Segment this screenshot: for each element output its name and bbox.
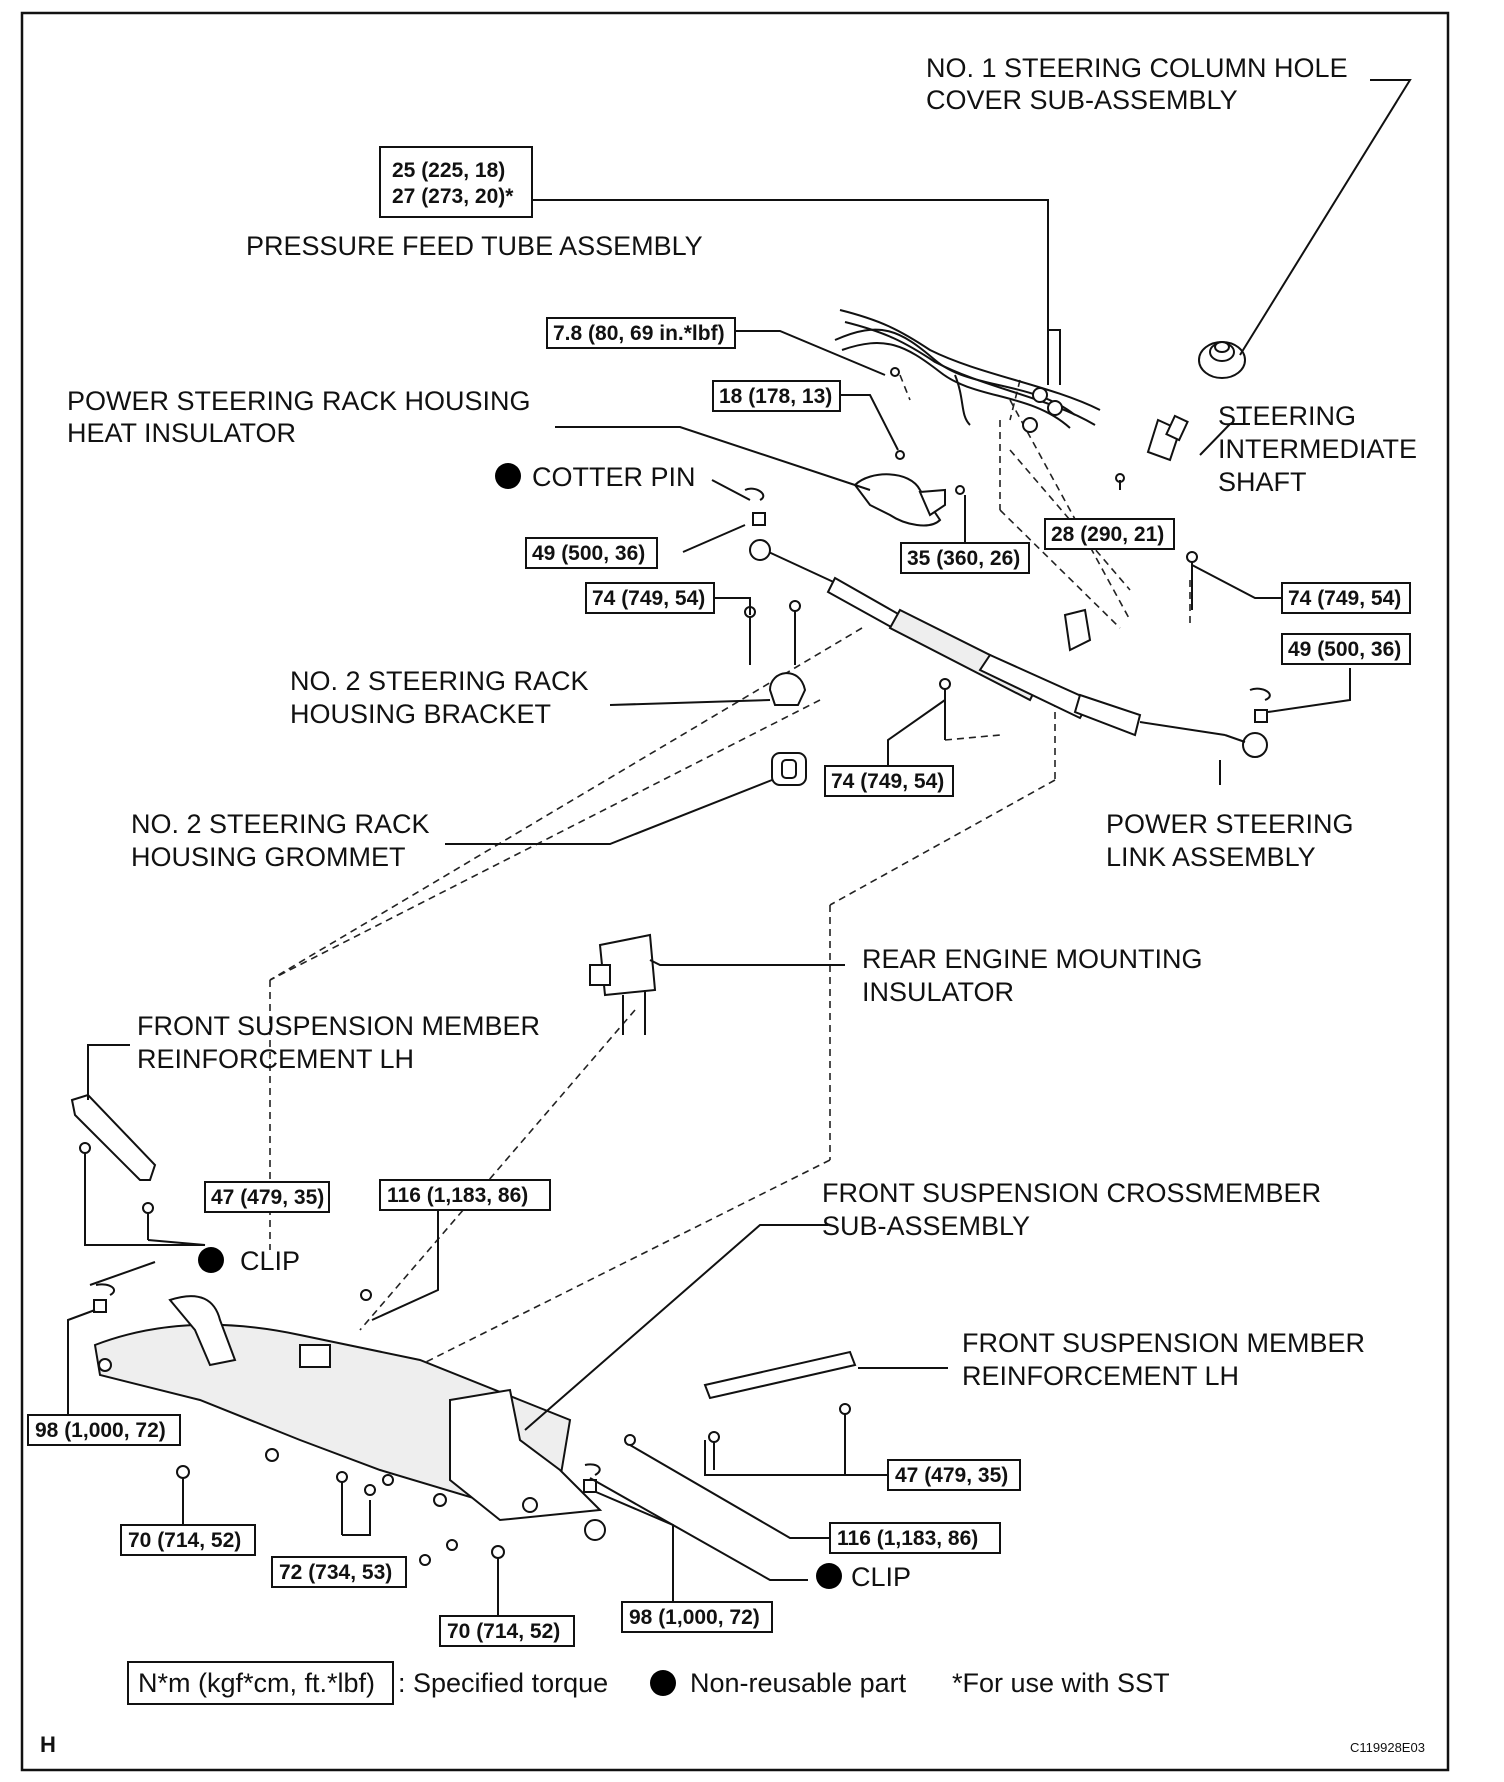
label-clip-left: CLIP — [240, 1246, 300, 1276]
torque-35: 35 (360, 26) — [907, 547, 1020, 570]
label-clip-right: CLIP — [851, 1562, 911, 1592]
label-crossmember-2: SUB-ASSEMBLY — [822, 1211, 1030, 1241]
torque-box-74-left — [585, 582, 715, 614]
label-heat-insulator-2: HEAT INSULATOR — [67, 418, 296, 448]
torque-box-47-left — [204, 1181, 330, 1213]
torque-box-116-right — [829, 1522, 1001, 1554]
legend-sst: *For use with SST — [952, 1668, 1170, 1698]
figure-code: C119928E03 — [1350, 1740, 1425, 1755]
label-intermediate-shaft-1: STEERING — [1218, 401, 1356, 431]
torque-box-35 — [900, 542, 1030, 574]
torque-49-right: 49 (500, 36) — [1288, 638, 1401, 661]
torque-7-8: 7.8 (80, 69 in.*lbf) — [553, 322, 725, 345]
torque-box-72 — [271, 1556, 407, 1588]
label-link-assembly-2: LINK ASSEMBLY — [1106, 842, 1316, 872]
torque-box-74-right — [1281, 582, 1411, 614]
torque-74-mid: 74 (749, 54) — [831, 770, 944, 793]
steering-rack-part — [749, 539, 1268, 758]
torque-box-47-right — [887, 1459, 1021, 1491]
torque-70-bottom: 70 (714, 52) — [447, 1620, 560, 1643]
legend-nonreusable-dot — [650, 1670, 676, 1696]
torque-74-right: 74 (749, 54) — [1288, 587, 1401, 610]
torque-box-49-right — [1281, 633, 1411, 665]
rack-bolts — [744, 367, 1271, 740]
legend-nonreusable: Non-reusable part — [690, 1668, 907, 1698]
label-cotter-pin: COTTER PIN — [532, 462, 696, 492]
label-rack-grommet-1: NO. 2 STEERING RACK — [131, 809, 430, 839]
label-reinforcement-left-2: REINFORCEMENT LH — [137, 1044, 414, 1074]
label-intermediate-shaft-3: SHAFT — [1218, 467, 1307, 497]
torque-116-top: 116 (1,183, 86) — [387, 1184, 528, 1207]
diagram-frame — [20, 11, 1450, 1772]
torque-47-right: 47 (479, 35) — [895, 1464, 1008, 1487]
label-rack-bracket-1: NO. 2 STEERING RACK — [290, 666, 589, 696]
nonreusable-dot-clip-right — [816, 1563, 842, 1589]
label-rack-grommet-2: HOUSING GROMMET — [131, 842, 406, 872]
torque-98-right: 98 (1,000, 72) — [629, 1606, 760, 1629]
alignment-dash-lines — [269, 374, 1191, 1371]
rack-bracket-part — [768, 672, 807, 706]
nonreusable-dot-cotter-pin — [495, 463, 521, 489]
label-intermediate-shaft-2: INTERMEDIATE — [1218, 434, 1417, 464]
torque-49-left: 49 (500, 36) — [532, 542, 645, 565]
torque-box-18 — [712, 380, 841, 412]
torque-box-98-right — [621, 1601, 773, 1633]
label-link-assembly-1: POWER STEERING — [1106, 809, 1354, 839]
right-reinforcement-part — [703, 1350, 857, 1470]
torque-28: 28 (290, 21) — [1051, 523, 1164, 546]
legend-unit-box-text: N*m (kgf*cm, ft.*lbf) — [138, 1668, 375, 1698]
legend-unit-box — [127, 1661, 394, 1705]
torque-box-28 — [1044, 518, 1175, 550]
legend-unit-text: : Specified torque — [398, 1668, 608, 1698]
label-column-hole-cover-1: NO. 1 STEERING COLUMN HOLE — [926, 53, 1348, 83]
torque-box-70-left — [120, 1524, 256, 1556]
intermediate-shaft-part — [1146, 414, 1189, 462]
crossmember-part — [93, 1295, 606, 1541]
nonreusable-dot-clip-left — [198, 1247, 224, 1273]
crossmember-bolts — [93, 1283, 636, 1595]
label-reinforcement-left-1: FRONT SUSPENSION MEMBER — [137, 1011, 540, 1041]
rear-engine-mount-part — [589, 933, 657, 1035]
torque-116-right: 116 (1,183, 86) — [837, 1527, 978, 1550]
torque-18: 18 (178, 13) — [719, 385, 832, 408]
torque-70-left: 70 (714, 52) — [128, 1529, 241, 1552]
torque-98-left: 98 (1,000, 72) — [35, 1419, 166, 1442]
label-reinforcement-right-2: REINFORCEMENT LH — [962, 1361, 1239, 1391]
torque-pressure-tube-1: 25 (225, 18) — [392, 159, 505, 182]
torque-74-left: 74 (749, 54) — [592, 587, 705, 610]
label-pressure-feed-tube: PRESSURE FEED TUBE ASSEMBLY — [246, 231, 703, 261]
torque-box-98-left — [27, 1414, 181, 1446]
torque-box-pressure-tube — [379, 146, 533, 218]
torque-pressure-tube-2: 27 (273, 20)* — [392, 185, 514, 208]
torque-box-7-8 — [546, 317, 736, 349]
torque-47-left: 47 (479, 35) — [211, 1186, 324, 1209]
torque-box-49-left — [525, 537, 658, 569]
leader-lines — [67, 79, 1412, 1616]
label-reinforcement-right-1: FRONT SUSPENSION MEMBER — [962, 1328, 1365, 1358]
torque-box-70-bottom — [439, 1615, 575, 1647]
label-rear-engine-mount-1: REAR ENGINE MOUNTING — [862, 944, 1203, 974]
torque-box-116-top — [379, 1179, 551, 1211]
heat-insulator-part — [853, 473, 946, 527]
torque-72: 72 (734, 53) — [279, 1561, 392, 1584]
torque-box-74-mid — [824, 765, 954, 797]
label-heat-insulator-1: POWER STEERING RACK HOUSING — [67, 386, 531, 416]
column-hole-cover-part — [1198, 341, 1246, 379]
corner-mark: H — [40, 1732, 56, 1757]
rack-grommet-part — [771, 752, 807, 786]
label-column-hole-cover-2: COVER SUB-ASSEMBLY — [926, 85, 1238, 115]
label-crossmember-1: FRONT SUSPENSION CROSSMEMBER — [822, 1178, 1321, 1208]
label-rear-engine-mount-2: INSULATOR — [862, 977, 1014, 1007]
label-rack-bracket-2: HOUSING BRACKET — [290, 699, 551, 729]
pressure-feed-tube-part — [834, 309, 1101, 433]
